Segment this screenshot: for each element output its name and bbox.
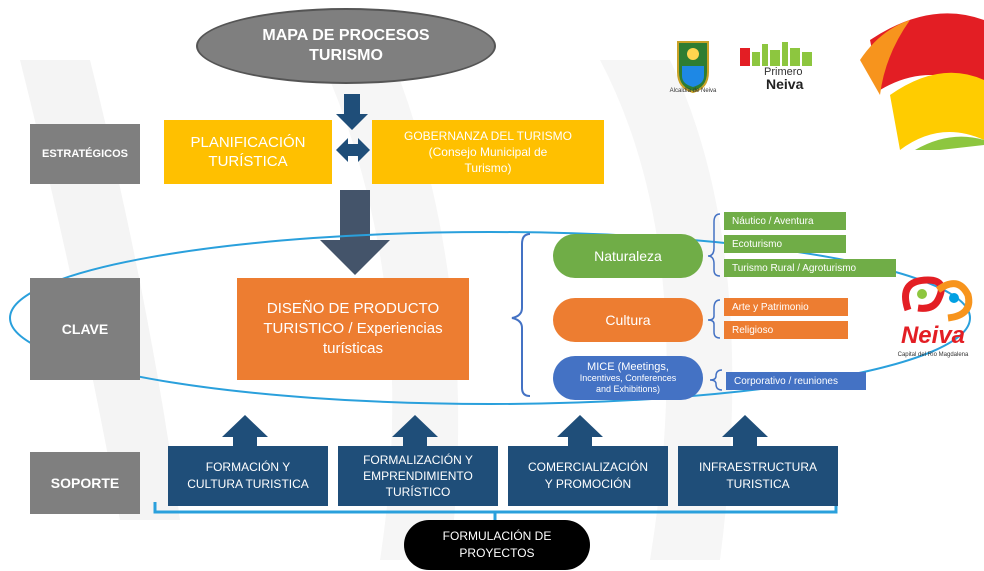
title-down-arrow (336, 94, 368, 130)
comercializacion-line1: COMERCIALIZACIÓN (527, 460, 648, 474)
cult-item-religioso: Religioso (724, 321, 848, 339)
category-brace (511, 233, 531, 397)
nat-item-ecoturismo: Ecoturismo (724, 235, 846, 253)
planificacion-box: PLANIFICACIÓN TURÍSTICA (164, 120, 332, 184)
neiva-text: Neiva (766, 76, 804, 92)
planificacion-line2: TURÍSTICA (208, 153, 288, 170)
naturaleza-pill: Naturaleza (553, 234, 703, 278)
mice-brace (709, 369, 723, 391)
mice-pill: MICE (Meetings, Incentives, Conferences … (553, 356, 703, 400)
planificacion-line1: PLANIFICACIÓN (190, 134, 306, 151)
formulacion-pill: FORMULACIÓN DE PROYECTOS (404, 520, 590, 570)
mice-line1: MICE (Meetings, (587, 360, 669, 373)
infraestructura-line2: TURISTICA (726, 477, 790, 491)
title-line2: TURISMO (309, 47, 383, 64)
primero-text: Primero (764, 66, 803, 78)
alcaldia-caption: Alcaldía de Neiva (669, 88, 717, 94)
formacion-line2: CULTURA TURISTICA (187, 477, 309, 491)
primero-neiva-logo: Primero Neiva (738, 38, 828, 98)
nat-item-nautico: Náutico / Aventura (724, 212, 846, 230)
formalizacion-box: FORMALIZACIÓN Y EMPRENDIMIENTO TURÍSTICO (338, 446, 498, 506)
gobernanza-line1: GOBERNANZA DEL TURISMO (403, 129, 573, 143)
neiva-brand-icon (902, 276, 973, 322)
strategic-down-arrow (320, 190, 390, 275)
brand-neiva-text: Neiva (900, 322, 966, 349)
infraestructura-box: INFRAESTRUCTURA TURISTICA (678, 446, 838, 506)
coat-of-arms-icon (677, 41, 709, 94)
double-arrow (336, 138, 370, 162)
diseno-line1: DISEÑO DE PRODUCTO (266, 300, 440, 317)
gobernanza-box: GOBERNANZA DEL TURISMO (Consejo Municipa… (372, 120, 604, 184)
formalizacion-line3: TURÍSTICO (385, 485, 451, 499)
diseno-producto-box: DISEÑO DE PRODUCTO TURISTICO / Experienc… (237, 278, 469, 380)
comercializacion-box: COMERCIALIZACIÓN Y PROMOCIÓN (508, 446, 668, 506)
gobernanza-line3: Turismo) (464, 161, 512, 175)
mice-item-corporativo: Corporativo / reuniones (726, 372, 866, 390)
title-ellipse: MAPA DE PROCESOS TURISMO (196, 8, 496, 84)
formalizacion-line2: EMPRENDIMIENTO (363, 469, 473, 483)
formulacion-line1: FORMULACIÓN DE (442, 529, 552, 543)
diseno-line3: turísticas (322, 340, 383, 357)
up-arrow-2 (392, 415, 438, 447)
up-arrow-1 (222, 415, 268, 447)
diseno-line2: TURISTICO / Experiencias (263, 320, 443, 337)
level-estrategicos: ESTRATÉGICOS (30, 124, 140, 184)
formulacion-line2: PROYECTOS (459, 546, 535, 560)
infraestructura-line1: INFRAESTRUCTURA (698, 460, 817, 474)
cult-item-arte: Arte y Patrimonio (724, 298, 848, 316)
mice-line2: Incentives, Conferences (579, 372, 677, 383)
alcaldia-logo: Alcaldía de Neiva (664, 36, 722, 100)
mice-line3: and Exhibitions) (595, 383, 661, 394)
neiva-brand-logo: Neiva Capital del Río Magdalena (888, 270, 978, 370)
cult-brace (707, 299, 721, 339)
level-clave: CLAVE (30, 278, 140, 380)
gobernanza-line2: (Consejo Municipal de (428, 145, 548, 159)
up-arrow-3 (557, 415, 603, 447)
formalizacion-line1: FORMALIZACIÓN Y (363, 453, 473, 467)
nat-brace (707, 213, 721, 277)
up-arrow-4 (722, 415, 768, 447)
brand-caption: Capital del Río Magdalena (897, 352, 969, 358)
clave-ellipse (9, 231, 971, 405)
cultura-pill: Cultura (553, 298, 703, 342)
nat-item-rural: Turismo Rural / Agroturismo (724, 259, 896, 277)
corner-swoosh-graphic (860, 13, 984, 150)
formacion-box: FORMACIÓN Y CULTURA TURISTICA (168, 446, 328, 506)
skyline-icon (740, 42, 812, 66)
title-line1: MAPA DE PROCESOS (262, 27, 430, 44)
comercializacion-line2: Y PROMOCIÓN (544, 477, 632, 491)
level-soporte: SOPORTE (30, 452, 140, 514)
formacion-line1: FORMACIÓN Y (205, 460, 291, 474)
